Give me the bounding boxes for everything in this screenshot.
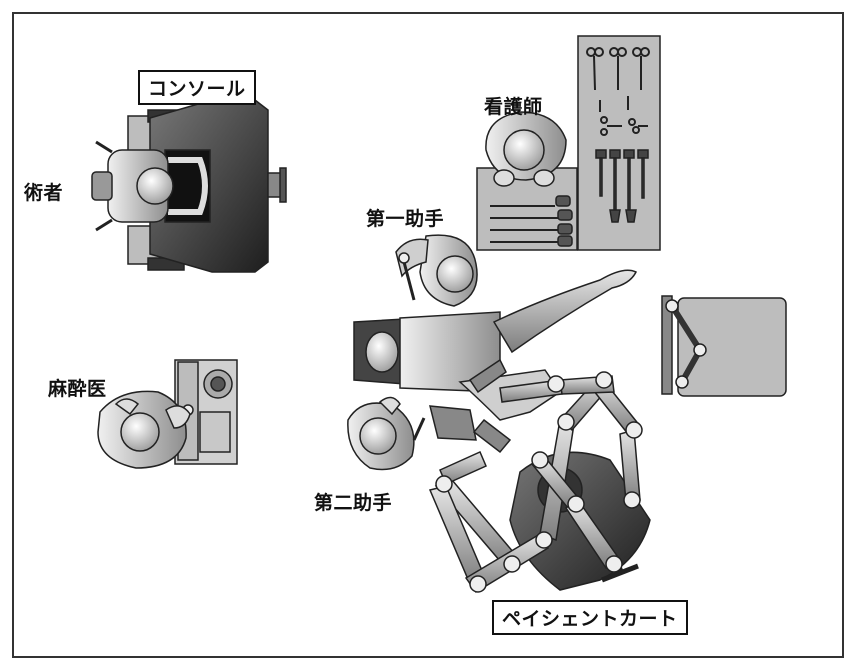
instrument-table-large	[577, 35, 661, 251]
patient-cart-robot	[428, 358, 651, 594]
patient-cart-label: ペイシェントカート	[492, 600, 688, 635]
second-assistant-figure	[347, 396, 426, 471]
second-assistant-label: 第二助手	[314, 492, 393, 514]
nurse-figure	[485, 111, 567, 187]
vision-cart	[661, 295, 787, 397]
console-label: コンソール	[138, 70, 256, 105]
surgeon-console	[91, 99, 287, 273]
first-assistant-label: 第一助手	[366, 208, 445, 230]
first-assistant-figure	[395, 234, 478, 307]
surgeon-label: 術者	[24, 182, 64, 204]
anesthesiologist-label: 麻酔医	[48, 378, 107, 400]
nurse-label: 看護師	[484, 96, 543, 118]
anesthesiologist-figure	[97, 390, 191, 469]
instrument-table-small	[476, 167, 578, 251]
